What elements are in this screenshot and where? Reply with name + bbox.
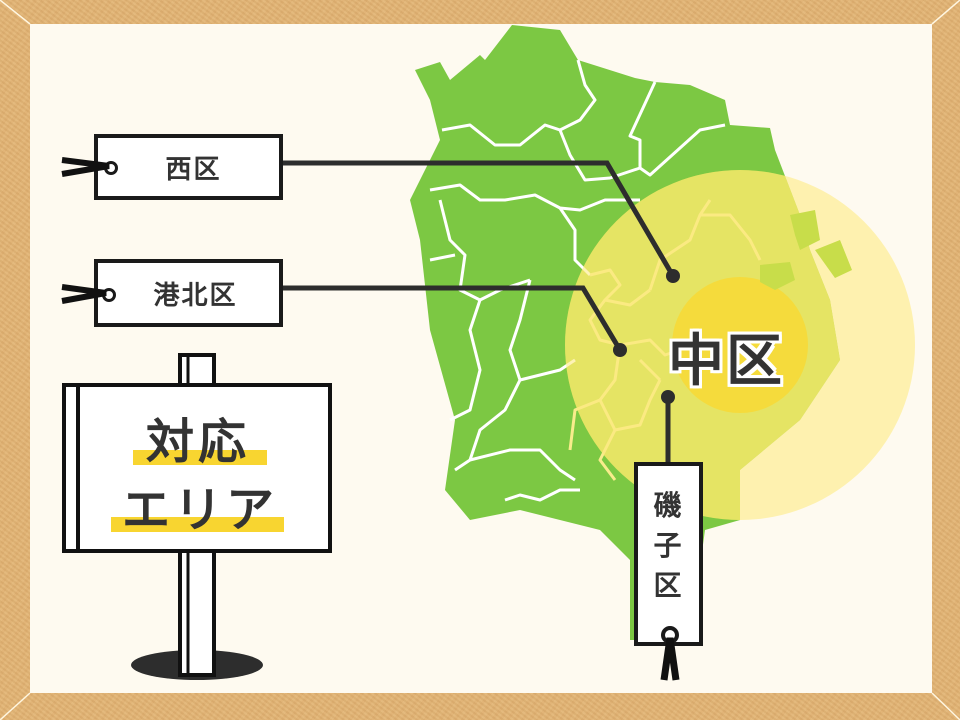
pin-dot-kohoku: [613, 343, 627, 357]
tag-isogo: [634, 462, 703, 681]
tag-isogo-char-2: 子: [653, 529, 684, 562]
tag-kohoku: [61, 259, 283, 327]
signboard-line1: 対応: [145, 414, 250, 470]
tag-isogo-char-1: 磯: [653, 489, 684, 522]
signboard-line2: エリア: [121, 482, 278, 538]
port-landfill-shapes: [760, 210, 852, 290]
tag-west: [61, 134, 283, 200]
pin-dot-isogo: [661, 390, 675, 404]
tag-isogo-label: 磯 子 区: [636, 464, 701, 644]
tag-isogo-char-3: 区: [653, 569, 684, 602]
signboard: [62, 353, 332, 680]
tag-west-label: 西区: [165, 154, 222, 185]
pin-dot-west: [666, 269, 680, 283]
leader-lines: [281, 160, 676, 464]
tag-kohoku-label: 港北区: [153, 280, 238, 311]
inner-coverage-circle: [672, 277, 808, 413]
center-ward-label: 中区: [668, 329, 784, 394]
